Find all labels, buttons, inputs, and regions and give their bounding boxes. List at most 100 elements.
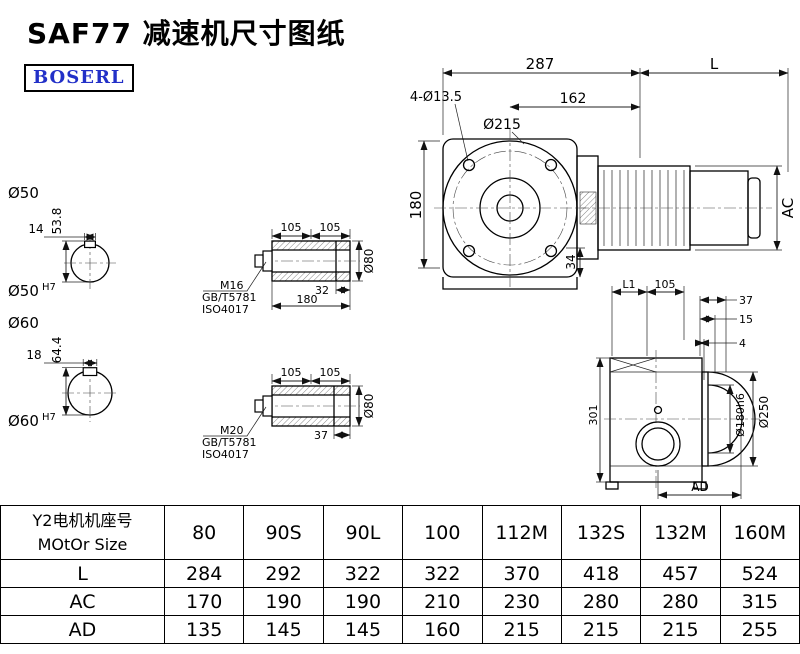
label-dia-50: Ø50 [8, 184, 39, 202]
table-cell: 370 [481, 559, 562, 588]
dim-key-width-18: 18 [26, 348, 41, 362]
retaining-bolt [254, 399, 264, 413]
table-cell: 230 [481, 587, 562, 616]
dim-32: 32 [315, 284, 329, 297]
table-cell: 215 [640, 615, 721, 644]
table-row-label: L [0, 559, 165, 588]
mount-hole [462, 244, 476, 258]
table-col-header: 80 [163, 505, 245, 560]
retaining-bolt [254, 254, 264, 268]
table-cell: 210 [402, 587, 483, 616]
dim-15: 15 [739, 313, 753, 326]
center-mark [653, 405, 663, 415]
table-col-header: 132M [640, 505, 721, 560]
dim-180-shaft: 180 [297, 293, 318, 306]
table-col-header: 100 [402, 505, 483, 560]
brand-logo-text: BOSERL [33, 67, 125, 88]
table-cell: 280 [640, 587, 721, 616]
mount-hole [544, 158, 558, 172]
main-view: 287 L 162 4-Ø13.5 Ø215 [407, 55, 797, 290]
table-cell: 255 [719, 615, 800, 644]
table-cell: 215 [560, 615, 642, 644]
table-cell: 284 [163, 559, 245, 588]
retaining-washer [262, 395, 273, 417]
label-bore-60-tol: H7 [42, 412, 56, 423]
table-row-L: L 284 292 322 322 370 418 457 524 [0, 559, 800, 588]
label-std-iso: ISO4017 [202, 303, 249, 316]
table-col-header: 132S [560, 505, 642, 560]
output-bore-inner [641, 427, 675, 461]
shaft-section-50: Ø50 14 53.8 Ø50 H7 [8, 184, 116, 300]
label-std-gb: GB/T5781 [202, 436, 257, 449]
table-col-header: 160M [719, 505, 800, 560]
table-cell: 280 [560, 587, 642, 616]
dim-d80-b: Ø80 [362, 394, 376, 419]
table-col-header: 90L [322, 505, 404, 560]
label-std-gb: GB/T5781 [202, 291, 257, 304]
table-col-header: 112M [481, 505, 562, 560]
dim-105-b: 105 [320, 366, 341, 379]
label-std-iso: ISO4017 [202, 448, 249, 461]
table-row-label: AD [0, 615, 165, 644]
dim-105-a: 105 [281, 221, 302, 234]
dimension-table: Y2电机机座号 MOtOr Size 80 90S 90L 100 112M 1… [0, 505, 800, 644]
mount-hole [462, 158, 476, 172]
table-cell: 524 [719, 559, 800, 588]
dim-180: 180 [407, 191, 425, 220]
dim-105: 105 [655, 278, 676, 291]
dim-key-height-53-8: 53.8 [50, 208, 64, 235]
table-cell: 135 [163, 615, 245, 644]
dim-105-b: 105 [320, 221, 341, 234]
label-thread-m16: M16 [220, 279, 244, 292]
dim-301: 301 [587, 405, 600, 426]
dim-37-side: 37 [739, 294, 753, 307]
table-cell: 322 [322, 559, 404, 588]
retaining-washer [262, 250, 273, 272]
table-cell: 190 [243, 587, 324, 616]
table-header-row: Y2电机机座号 MOtOr Size 80 90S 90L 100 112M 1… [0, 505, 800, 560]
dim-d80-a: Ø80 [362, 249, 376, 274]
dim-AD: AD [691, 480, 708, 494]
dim-d250: Ø250 [757, 396, 771, 428]
table-cell: 215 [481, 615, 562, 644]
table-cell: 315 [719, 587, 800, 616]
dim-4: 4 [739, 337, 746, 350]
flange-arc-180 [707, 384, 743, 454]
table-row-AC: AC 170 190 190 210 230 280 280 315 [0, 587, 800, 616]
dim-L1: L1 [622, 278, 635, 291]
dim-105-a: 105 [281, 366, 302, 379]
dim-287: 287 [526, 55, 555, 73]
table-header-en: MOtOr Size [37, 534, 128, 554]
dim-34: 34 [564, 254, 578, 269]
brand-logo: BOSERL [24, 64, 134, 92]
table-cell: 145 [322, 615, 404, 644]
shaft-section-60: Ø60 18 64.4 Ø60 H7 [8, 314, 118, 430]
dim-flange-dia: Ø215 [483, 117, 521, 133]
hollow-shaft-m20: 105 105 M20 GB/T5781 ISO4017 37 Ø80 [202, 366, 376, 461]
label-dia-60: Ø60 [8, 314, 39, 332]
label-bore-60: Ø60 [8, 412, 39, 430]
hollow-shaft-m16: 105 105 M16 GB/T5781 ISO4017 32 180 [202, 221, 376, 316]
label-bore-50-tol: H7 [42, 282, 56, 293]
table-cell: 322 [402, 559, 483, 588]
flange-face [701, 371, 709, 467]
shaft-wall-top [271, 240, 351, 251]
table-cell: 160 [402, 615, 483, 644]
table-header-cn: Y2电机机座号 [32, 510, 133, 530]
dim-162: 162 [560, 91, 587, 107]
dim-key-width-14: 14 [28, 222, 43, 236]
table-cell: 418 [560, 559, 642, 588]
dim-L: L [710, 55, 719, 73]
dim-holes: 4-Ø13.5 [410, 90, 462, 105]
table-cell: 292 [243, 559, 324, 588]
housing-base [442, 277, 578, 290]
table-cell: 457 [640, 559, 721, 588]
page-title: SAF77 减速机尺寸图纸 [27, 17, 346, 50]
dim-key-height-64-4: 64.4 [50, 337, 64, 364]
table-cell: 145 [243, 615, 324, 644]
shaft-wall-bottom [271, 416, 351, 427]
foot-left [605, 481, 619, 490]
dim-37: 37 [314, 429, 328, 442]
